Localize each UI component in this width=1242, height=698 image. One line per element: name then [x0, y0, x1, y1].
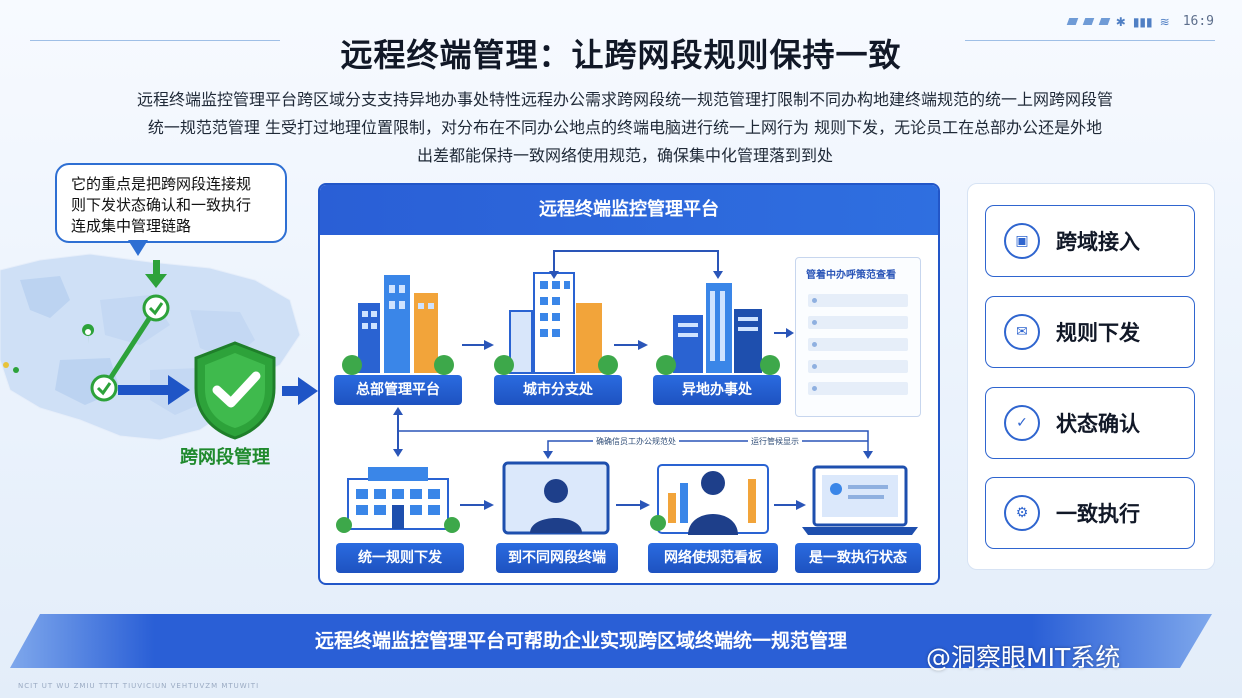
node-segment-terminals[interactable]: 到不同网段终端 [496, 543, 618, 573]
feature-consistent-execution[interactable]: ⚙ 一致执行 [985, 477, 1195, 549]
node-hq-platform[interactable]: 总部管理平台 [334, 375, 462, 405]
feature-label: 一致执行 [1056, 502, 1140, 526]
feature-label: 规则下发 [1056, 321, 1140, 345]
callout-line-2: 则下发状态确认和一致执行 [71, 196, 252, 214]
monitor-user-icon [502, 461, 610, 535]
hq-building-icon [342, 275, 454, 375]
status-time: 16:9 [1182, 14, 1214, 29]
footer-text: NCIT UT WU ZMIU TTTT TIUVICIUN VEHTUVZM … [18, 682, 260, 690]
bottom-banner [10, 614, 1212, 668]
bluetooth-icon: ✱ [1115, 14, 1126, 29]
intro-line-2: 统一规范范管理 生受打过地理位置限制，对分布在不同办公地点的终端电脑进行统一上网… [147, 118, 1103, 137]
callout-bubble: 它的重点是把跨网段连接规 则下发状态确认和一致执行 连成集中管理链路 [55, 163, 287, 243]
node-execution-status[interactable]: 是一致执行状态 [795, 543, 921, 573]
intro-line-3: 出差都能保持一致网络使用规范，确保集中化管理落到到处 [416, 146, 833, 165]
status-bar: ✱ ▮▮▮ ≋ 16:9 [1066, 14, 1214, 29]
flow-note-1: 确确信员工办公规范处 [593, 436, 679, 447]
platform-flow-diagram [336, 250, 918, 535]
feature-label: 跨域接入 [1056, 230, 1140, 254]
dashboard-user-icon [650, 464, 769, 535]
intro-paragraph: 远程终端监控管理平台跨区域分支支持异地办事处特性远程办公需求跨网段统一规范管理打… [110, 86, 1140, 170]
node-usage-dashboard[interactable]: 网络使规范看板 [648, 543, 778, 573]
feature-rule-distribution[interactable]: ✉ 规则下发 [985, 296, 1195, 368]
mail-icon: ✉ [1004, 314, 1040, 350]
flow-note-2: 运行管候显示 [748, 436, 802, 447]
doc-card-title: 管着中办呼策范查看 [806, 270, 896, 281]
remote-office-building-icon [656, 283, 780, 375]
wifi-icon: ≋ [1159, 14, 1170, 29]
watermark: @洞察眼MIT系统 [926, 643, 1121, 672]
decor-line-left [30, 40, 280, 41]
arrow-right-icon [118, 375, 190, 405]
shield-check-icon: ✓ [1004, 405, 1040, 441]
intro-line-1: 远程终端监控管理平台跨区域分支支持异地办事处特性远程办公需求跨网段统一规范管理打… [136, 90, 1113, 109]
callout-tail [128, 240, 148, 256]
callout-line-3: 连成集中管理链路 [71, 217, 192, 235]
node-rule-distribution[interactable]: 统一规则下发 [336, 543, 464, 573]
laptop-icon [802, 465, 918, 535]
gear-icon: ⚙ [1004, 495, 1040, 531]
page-title: 远程终端管理：让跨网段规则保持一致 [340, 36, 902, 74]
node-city-branch[interactable]: 城市分支处 [494, 375, 622, 405]
office-building-icon [336, 467, 460, 533]
policy-view-card: 管着中办呼策范查看 [795, 257, 921, 417]
cross-segment-label: 跨网段管理 [180, 447, 270, 468]
panel-title: 远程终端监控管理平台 [320, 185, 938, 235]
feature-label: 状态确认 [1056, 412, 1140, 436]
arrow-right-icon [282, 377, 318, 405]
feature-status-confirm[interactable]: ✓ 状态确认 [985, 387, 1195, 459]
banner-text: 远程终端监控管理平台可帮助企业实现跨区域终端统一规范管理 [314, 630, 847, 652]
branch-building-icon [494, 272, 618, 375]
shield-check-icon [194, 341, 276, 440]
feature-cross-domain-access[interactable]: ▣ 跨域接入 [985, 205, 1195, 277]
decor-line-right [965, 40, 1215, 41]
signal-icon: ▮▮▮ [1132, 14, 1153, 29]
square-icon: ▣ [1004, 223, 1040, 259]
world-map [0, 253, 301, 441]
node-remote-office[interactable]: 异地办事处 [653, 375, 781, 405]
callout-line-1: 它的重点是把跨网段连接规 [71, 175, 252, 193]
